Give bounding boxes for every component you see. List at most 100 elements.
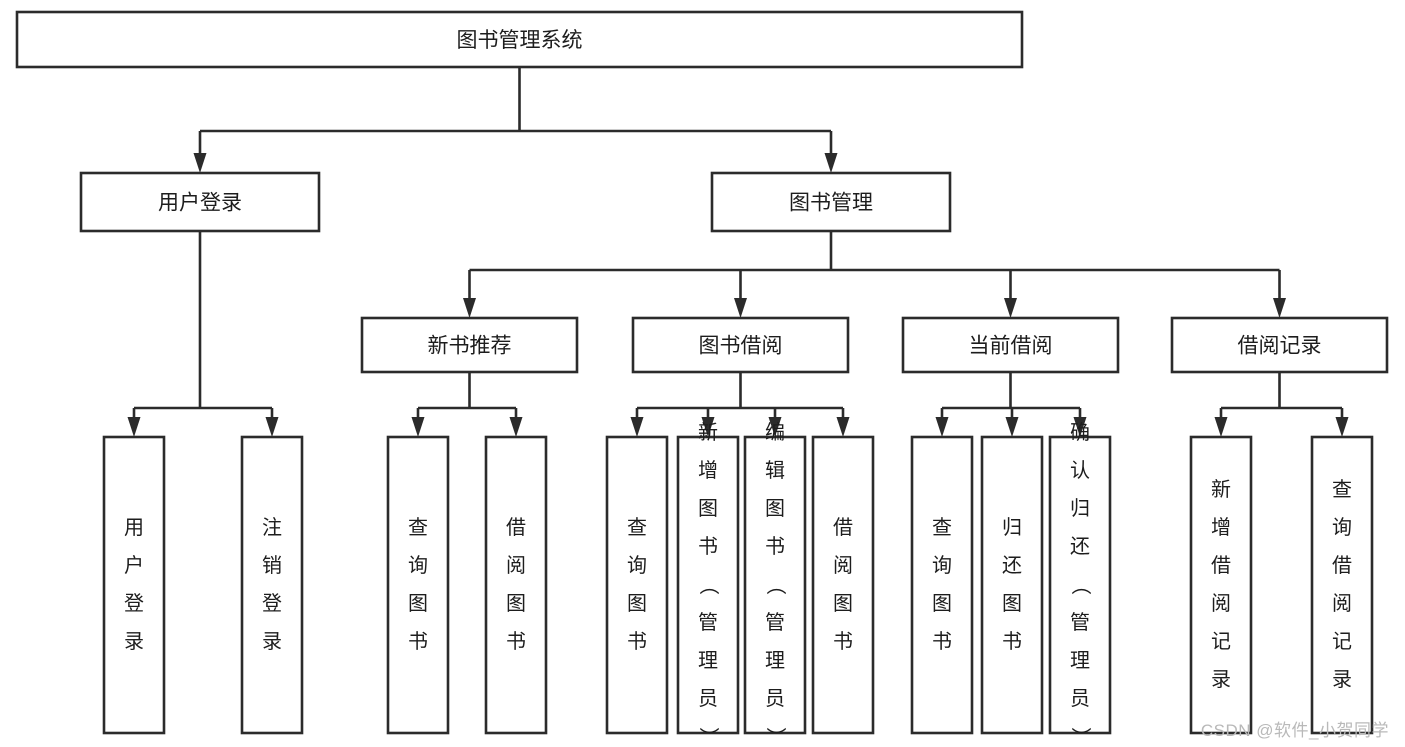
node-leaf-8-查询图书[interactable] bbox=[910, 435, 974, 735]
svg-text:员: 员 bbox=[1070, 688, 1090, 710]
node-leaf-7-借阅图书[interactable] bbox=[811, 435, 875, 735]
svg-text:询: 询 bbox=[627, 554, 647, 577]
svg-text:图: 图 bbox=[506, 593, 526, 615]
svg-text:阅: 阅 bbox=[1332, 592, 1352, 615]
connector-book-mgmt-branch-3-arrow bbox=[1273, 298, 1286, 318]
connector-图书借阅-branch-3-arrow bbox=[836, 417, 850, 437]
svg-text:图: 图 bbox=[408, 593, 428, 615]
svg-text:员: 员 bbox=[765, 688, 785, 710]
svg-text:理: 理 bbox=[1070, 650, 1090, 672]
node-leaf-10-确认归还管理员[interactable] bbox=[1048, 435, 1112, 735]
connector-图书借阅-branch-1-arrow bbox=[701, 417, 715, 437]
node-l3-借阅记录-label: 借阅记录 bbox=[1238, 335, 1322, 358]
svg-text:增: 增 bbox=[1211, 516, 1231, 539]
node-l2-用户登录[interactable] bbox=[79, 171, 321, 233]
svg-text:录: 录 bbox=[262, 631, 282, 653]
node-leaf-11-新增借阅记录[interactable] bbox=[1189, 435, 1253, 735]
svg-text:）: ） bbox=[1069, 727, 1092, 747]
svg-text:图: 图 bbox=[1002, 593, 1022, 615]
svg-text:（: （ bbox=[697, 575, 720, 595]
connectors-layer bbox=[127, 67, 1349, 437]
svg-text:增: 增 bbox=[698, 459, 718, 482]
svg-text:询: 询 bbox=[408, 554, 428, 577]
svg-text:新: 新 bbox=[1211, 478, 1231, 501]
svg-text:书: 书 bbox=[408, 630, 428, 653]
svg-text:归: 归 bbox=[1002, 516, 1022, 539]
svg-text:登: 登 bbox=[124, 592, 144, 615]
connector-图书借阅-branch-2-arrow bbox=[768, 417, 782, 437]
svg-text:图: 图 bbox=[932, 593, 952, 615]
svg-text:录: 录 bbox=[1332, 669, 1352, 691]
node-leaf-2-查询图书[interactable] bbox=[386, 435, 450, 735]
svg-text:辑: 辑 bbox=[765, 459, 785, 482]
node-l3-新书推荐-label: 新书推荐 bbox=[428, 335, 512, 358]
node-l3-借阅记录[interactable] bbox=[1170, 316, 1389, 374]
svg-text:借: 借 bbox=[1332, 554, 1352, 577]
svg-text:（: （ bbox=[764, 575, 787, 595]
svg-text:还: 还 bbox=[1002, 554, 1022, 577]
node-leaf-4-查询图书[interactable] bbox=[605, 435, 669, 735]
connector-book-mgmt-branch-1-arrow bbox=[734, 298, 747, 318]
svg-text:书: 书 bbox=[833, 630, 853, 653]
connector-借阅记录-branch-1-arrow bbox=[1335, 417, 1349, 437]
node-leaf-1-注销登录[interactable] bbox=[240, 435, 304, 735]
svg-text:记: 记 bbox=[1332, 630, 1352, 653]
connector-book-mgmt-branch-2-arrow bbox=[1004, 298, 1017, 318]
node-l3-新书推荐[interactable] bbox=[360, 316, 579, 374]
node-leaf-0-用户登录[interactable] bbox=[102, 435, 166, 735]
node-leaf-9-归还图书[interactable] bbox=[980, 435, 1044, 735]
node-l3-当前借阅-label: 当前借阅 bbox=[969, 335, 1053, 358]
svg-text:新: 新 bbox=[698, 421, 718, 444]
svg-text:理: 理 bbox=[698, 650, 718, 672]
svg-text:图: 图 bbox=[627, 593, 647, 615]
svg-text:阅: 阅 bbox=[833, 554, 853, 577]
svg-text:书: 书 bbox=[1002, 630, 1022, 653]
svg-text:查: 查 bbox=[408, 516, 428, 539]
node-leaf-0-用户登录-label: 用户登录 bbox=[124, 517, 144, 653]
svg-text:图: 图 bbox=[833, 593, 853, 615]
node-root[interactable] bbox=[15, 10, 1024, 69]
svg-text:书: 书 bbox=[765, 535, 785, 558]
svg-text:询: 询 bbox=[932, 554, 952, 577]
connector-借阅记录-branch-0-arrow bbox=[1214, 417, 1228, 437]
svg-text:图: 图 bbox=[765, 498, 785, 520]
connector-当前借阅-branch-0-arrow bbox=[935, 417, 949, 437]
svg-text:管: 管 bbox=[1070, 611, 1090, 634]
connector-当前借阅-branch-2-arrow bbox=[1073, 417, 1087, 437]
svg-text:查: 查 bbox=[1332, 478, 1352, 501]
svg-text:录: 录 bbox=[1211, 669, 1231, 691]
node-l3-图书借阅[interactable] bbox=[631, 316, 850, 374]
node-leaf-6-编辑图书管理员[interactable] bbox=[743, 435, 807, 735]
svg-text:员: 员 bbox=[698, 688, 718, 710]
svg-text:图: 图 bbox=[698, 498, 718, 520]
svg-text:借: 借 bbox=[1211, 554, 1231, 577]
boxes-layer bbox=[15, 10, 1389, 735]
node-leaf-3-借阅图书[interactable] bbox=[484, 435, 548, 735]
connector-新书推荐-branch-1-arrow bbox=[509, 417, 523, 437]
svg-text:认: 认 bbox=[1070, 459, 1090, 482]
svg-text:户: 户 bbox=[124, 554, 144, 577]
svg-text:登: 登 bbox=[262, 592, 282, 615]
connector-用户登录-branch-1-arrow bbox=[265, 417, 279, 437]
connector-book-mgmt-branch-0-arrow bbox=[463, 298, 476, 318]
connector-root-branch-1-arrow bbox=[824, 153, 838, 173]
svg-text:销: 销 bbox=[262, 554, 282, 577]
svg-text:书: 书 bbox=[506, 630, 526, 653]
svg-text:查: 查 bbox=[627, 516, 647, 539]
labels-layer: 图书管理系统用户登录图书管理新书推荐图书借阅当前借阅借阅记录用户登录注销登录查询… bbox=[124, 29, 1352, 747]
node-leaf-12-查询借阅记录[interactable] bbox=[1310, 435, 1374, 735]
node-l2-图书管理[interactable] bbox=[710, 171, 952, 233]
node-l3-当前借阅[interactable] bbox=[901, 316, 1120, 374]
node-leaf-5-新增图书管理员[interactable] bbox=[676, 435, 740, 735]
svg-text:查: 查 bbox=[932, 516, 952, 539]
svg-text:用: 用 bbox=[124, 517, 144, 539]
connector-图书借阅-branch-0-arrow bbox=[630, 417, 644, 437]
